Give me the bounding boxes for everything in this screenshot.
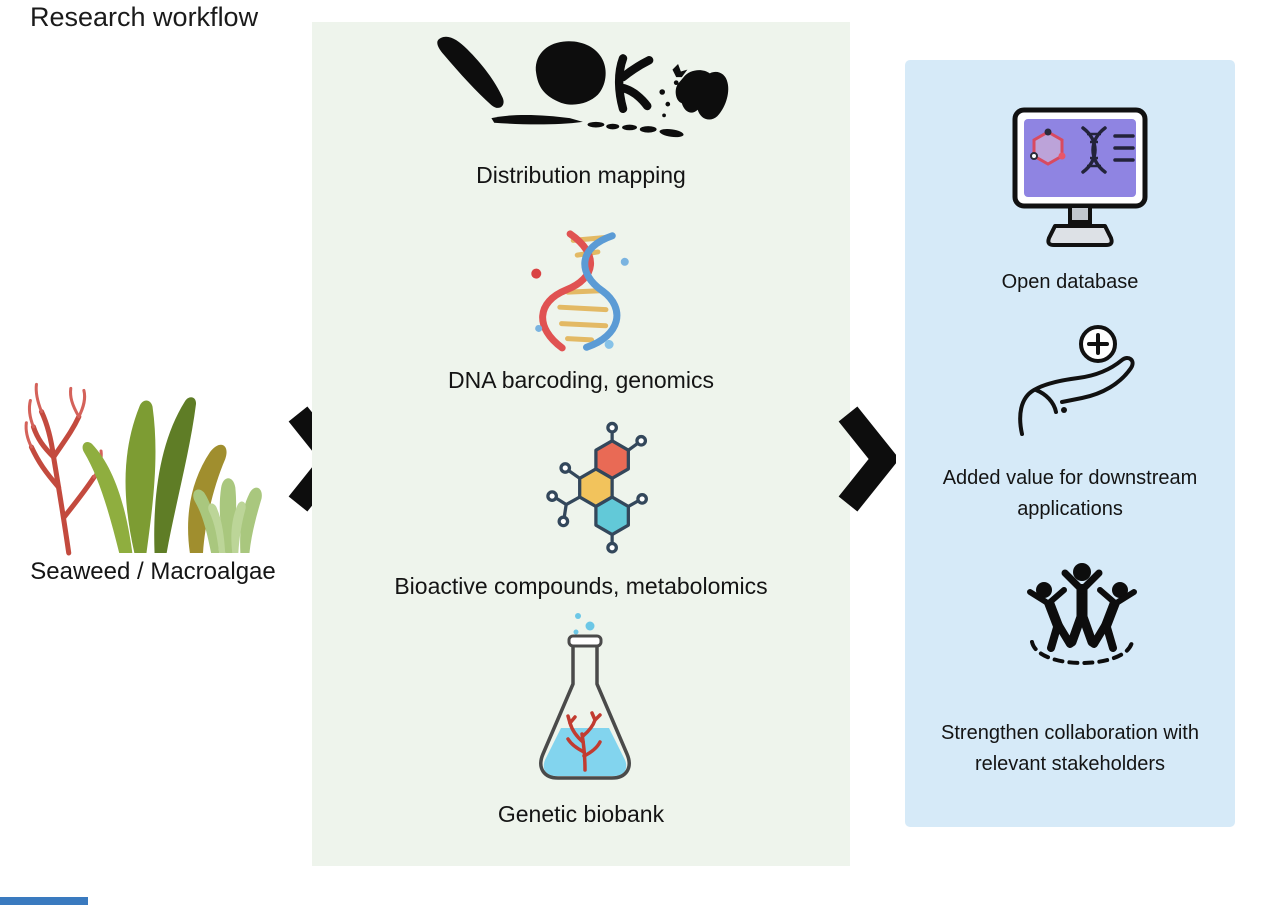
- outcome-label-collaboration: Strengthen collaboration with relevant s…: [941, 722, 1199, 775]
- activity-label-dna-barcoding: DNA barcoding, genomics: [448, 367, 714, 393]
- seaweed-illustration: [22, 346, 277, 558]
- flow-arrow-right: [832, 400, 896, 518]
- outcomes-panel: Open database Added value for downstream…: [905, 60, 1235, 827]
- monitor-database-icon: [1005, 104, 1155, 252]
- hand-plus-icon: [1010, 322, 1150, 440]
- indonesia-archipelago-map-icon: [431, 36, 731, 148]
- outcome-label-open-database: Open database: [1001, 271, 1139, 293]
- activity-label-genetic-biobank: Genetic biobank: [497, 801, 665, 827]
- erlenmeyer-flask-icon: [528, 608, 643, 786]
- seaweed-macroalgae-icon: [24, 382, 262, 556]
- molecule-hexagons-icon: [509, 420, 659, 560]
- dna-helix-icon: [516, 228, 646, 358]
- chevron-right-icon: [838, 406, 896, 512]
- figure-title: Research workflow: [30, 2, 259, 32]
- activity-label-distribution-mapping: Distribution mapping: [476, 162, 686, 188]
- bottom-left-blue-strip: [0, 897, 88, 905]
- people-collaboration-icon: [1018, 558, 1146, 690]
- research-activities-panel: Distribution mapping DNA barcoding, geno…: [312, 22, 850, 866]
- activity-label-bioactive-compounds: Bioactive compounds, metabolomics: [394, 573, 768, 599]
- seaweed-label: Seaweed / Macroalgae: [30, 558, 276, 585]
- outcome-label-added-value: Added value for downstream applications: [942, 467, 1198, 520]
